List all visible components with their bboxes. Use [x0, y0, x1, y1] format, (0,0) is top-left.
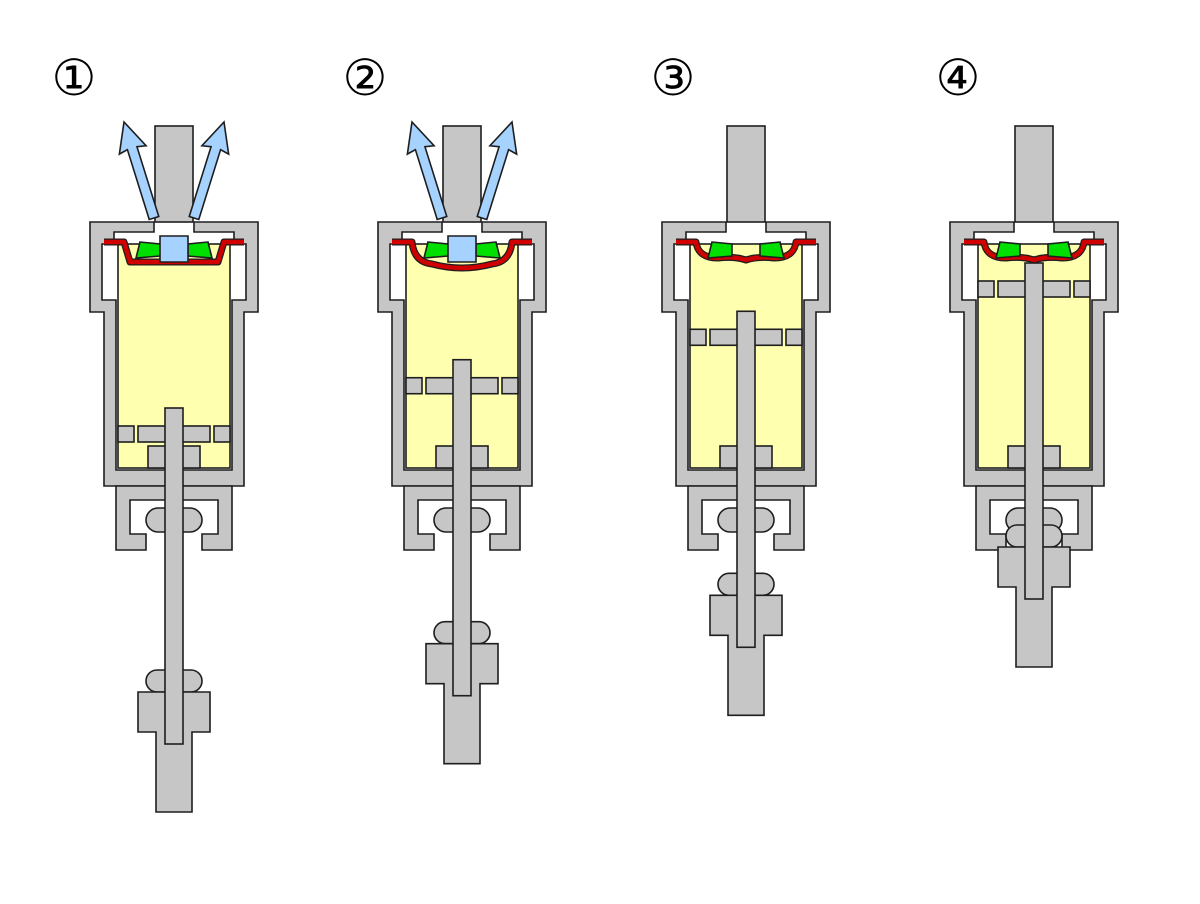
pump-stage-2 — [377, 120, 547, 765]
piston-assembly — [405, 358, 519, 765]
outflow-fluid — [159, 235, 189, 263]
top-rod — [726, 125, 766, 223]
lower-nut — [425, 642, 499, 765]
diaphragm — [676, 239, 816, 263]
check-valve-right — [187, 241, 214, 259]
stage-label-4: ④ — [935, 49, 981, 107]
check-valve-right — [475, 241, 502, 259]
pump-stage-4 — [949, 125, 1119, 668]
check-valve-left — [706, 241, 733, 259]
piston-segment — [1041, 280, 1071, 298]
diaphragm — [964, 239, 1104, 263]
piston-segment — [1073, 280, 1091, 298]
piston-rod — [1024, 262, 1044, 600]
stage-label-2: ② — [342, 49, 388, 107]
piston-segment — [425, 376, 455, 395]
stage-label-3: ③ — [650, 49, 696, 107]
piston-segment — [977, 280, 995, 298]
diaphragm — [392, 239, 532, 271]
piston-segment — [709, 328, 739, 347]
lower-nut — [997, 546, 1071, 668]
lower-nut — [137, 691, 211, 813]
seal-gland — [403, 485, 521, 551]
stage-label-1: ① — [51, 49, 97, 107]
check-valve-right — [1047, 241, 1074, 259]
top-rod — [1014, 125, 1054, 223]
piston-assembly — [689, 310, 803, 717]
pump-stage-1 — [89, 120, 259, 813]
piston-segment — [117, 425, 135, 443]
flow-arrow-right — [188, 120, 230, 221]
piston-assembly — [117, 407, 231, 813]
piston-segment — [469, 376, 499, 395]
piston-segment — [997, 280, 1027, 298]
flow-arrow-right — [476, 120, 518, 221]
lower-nut — [709, 594, 783, 717]
pump-stage-3 — [661, 125, 831, 717]
flow-arrow-left — [118, 120, 160, 221]
piston-rod — [164, 407, 184, 745]
piston-segment — [785, 328, 803, 347]
piston-segment — [213, 425, 231, 443]
seal-gland — [115, 485, 233, 551]
piston-assembly — [977, 262, 1091, 668]
top-rod — [154, 125, 194, 223]
check-valve-left — [994, 241, 1021, 259]
check-valve-left — [134, 241, 161, 259]
piston-segment — [181, 425, 211, 443]
piston-segment — [137, 425, 167, 443]
piston-rod — [452, 358, 472, 697]
piston-segment — [689, 328, 707, 347]
check-valve-left — [422, 241, 449, 259]
piston-segment — [501, 376, 519, 395]
outflow-fluid — [447, 235, 477, 263]
piston-segment — [405, 376, 423, 395]
seal-gland — [687, 485, 805, 551]
piston-rod — [736, 310, 756, 649]
check-valve-right — [759, 241, 786, 259]
flow-arrow-left — [406, 120, 448, 221]
top-rod — [442, 125, 482, 223]
piston-segment — [753, 328, 783, 347]
